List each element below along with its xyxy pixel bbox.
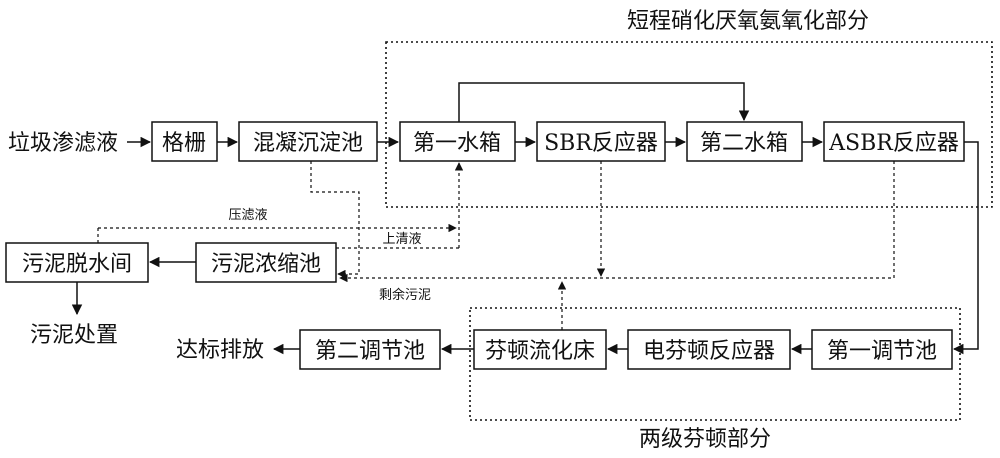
coag-sludge-line: [310, 161, 360, 279]
second-adjustment-tank-label: 第二调节池: [315, 339, 425, 364]
coagulation-sedimentation-label: 混凝沉淀池: [253, 131, 363, 156]
excess-sludge-label: 剩余污泥: [379, 287, 431, 303]
sludge-dewatering-room-box: [5, 242, 149, 283]
asbr-sludge-line: [339, 161, 895, 283]
asbr-reactor-box: [823, 121, 965, 162]
sludge-dewatering-room-label: 污泥脱水间: [22, 252, 132, 277]
supernatant-label: 上清液: [382, 232, 421, 247]
second-tank-label: 第二水箱: [700, 131, 788, 156]
second-tank-box: [686, 121, 803, 162]
discharge-label: 达标排放: [176, 338, 264, 363]
asbr-reactor-label: ASBR反应器: [828, 131, 959, 156]
coagulation-sedimentation-box: [238, 121, 378, 162]
two-stage-fenton-section: [469, 307, 961, 421]
first-adjustment-tank-box: [811, 329, 953, 370]
arrow-tank1-bypass-to-tank2: [458, 82, 750, 122]
first-tank-box: [399, 121, 516, 162]
arrow-asbr-to-adj1: [952, 141, 979, 355]
bottom-section-title: 两级芬顿部分: [639, 427, 771, 452]
electro-fenton-reactor-label: 电芬顿反应器: [643, 339, 775, 364]
electro-fenton-reactor-box: [627, 329, 791, 370]
sludge-thickening-tank-box: [195, 242, 337, 283]
first-adjustment-tank-label: 第一调节池: [827, 339, 937, 364]
first-tank-label: 第一水箱: [413, 131, 501, 156]
sludge-disposal-label: 污泥处置: [30, 323, 118, 348]
input-leachate-label: 垃圾渗滤液: [8, 131, 118, 156]
grille-label: 格栅: [162, 131, 206, 156]
press-filtrate-label: 压滤液: [228, 208, 267, 223]
sludge-thickening-tank-label: 污泥浓缩池: [211, 252, 321, 277]
sbr-reactor-label: SBR反应器: [544, 131, 658, 156]
top-section-title: 短程硝化厌氧氨氧化部分: [627, 9, 869, 34]
fenton-fluidized-bed-label: 芬顿流化床: [485, 339, 595, 364]
